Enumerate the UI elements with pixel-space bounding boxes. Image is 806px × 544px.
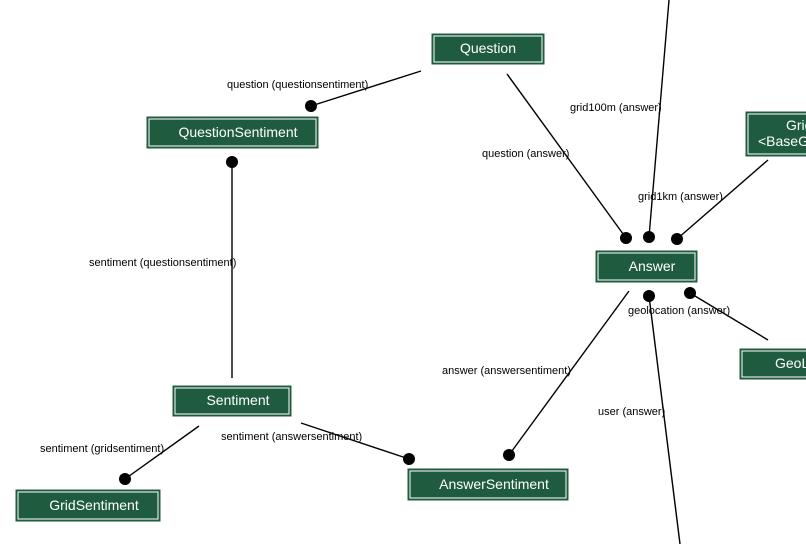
edge-sentiment-gridsentiment xyxy=(124,425,200,480)
edge-label-sentiment-gridsentiment: sentiment (gridsentiment) xyxy=(40,443,164,455)
edge-labels: question (questionsentiment) sentiment (… xyxy=(40,79,730,455)
entity-question-sentiment-label: QuestionSentiment xyxy=(178,124,297,140)
edge-grid1km-answer xyxy=(676,159,769,240)
endpoint-dot xyxy=(503,449,515,461)
endpoint-dot xyxy=(643,290,655,302)
entity-geolocation-label: GeoL xyxy=(775,355,806,371)
entity-grid-sentiment[interactable]: GridSentiment xyxy=(15,489,161,522)
edge-label-sentiment-questionsentiment: sentiment (questionsentiment) xyxy=(89,257,236,269)
entity-sentiment[interactable]: Sentiment xyxy=(172,385,292,417)
entity-answer[interactable]: Answer xyxy=(595,250,698,283)
entity-grid-label-line1: Grid xyxy=(786,117,806,133)
entity-question-sentiment[interactable]: QuestionSentiment xyxy=(146,116,319,149)
edge-label-geolocation-answer: geolocation (answer) xyxy=(628,305,730,317)
edge-grid100m-answer xyxy=(648,0,670,238)
endpoint-dot xyxy=(643,231,655,243)
entity-answer-sentiment-label: AnswerSentiment xyxy=(439,476,549,492)
edge-label-grid100m-answer: grid100m (answer) xyxy=(570,102,662,114)
edge-label-answer-answersentiment: answer (answersentiment) xyxy=(442,365,571,377)
endpoint-dot xyxy=(620,232,632,244)
edge-sentiment-answersentiment xyxy=(300,422,410,460)
entity-question[interactable]: Question xyxy=(431,33,545,65)
endpoint-dot xyxy=(119,473,131,485)
edge-label-user-answer: user (answer) xyxy=(598,406,665,418)
entity-grid[interactable]: Grid <BaseGr xyxy=(745,111,806,157)
edge-answer-answersentiment xyxy=(508,290,630,456)
edge-geolocation-answer xyxy=(689,292,769,341)
endpoint-dot xyxy=(671,233,683,245)
edge-endpoints xyxy=(119,100,696,485)
edge-question-answer xyxy=(506,73,627,239)
entity-geolocation[interactable]: GeoL xyxy=(739,348,806,380)
entity-question-label: Question xyxy=(460,40,516,56)
edge-label-sentiment-answersentiment: sentiment (answersentiment) xyxy=(221,431,362,443)
edge-question-questionsentiment xyxy=(310,70,422,107)
edges xyxy=(124,0,769,544)
edge-user-answer xyxy=(648,295,681,544)
endpoint-dot xyxy=(305,100,317,112)
entity-grid-sentiment-label: GridSentiment xyxy=(49,497,139,513)
entity-answer-label: Answer xyxy=(629,258,676,274)
entity-answer-sentiment[interactable]: AnswerSentiment xyxy=(407,468,569,501)
edge-label-grid1km-answer: grid1km (answer) xyxy=(638,191,723,203)
entity-sentiment-label: Sentiment xyxy=(206,392,269,408)
endpoint-dot xyxy=(226,156,238,168)
edge-label-question-answer: question (answer) xyxy=(482,148,569,160)
endpoint-dot xyxy=(403,453,415,465)
endpoint-dot xyxy=(684,287,696,299)
edge-label-question-questionsentiment: question (questionsentiment) xyxy=(227,79,368,91)
entity-grid-label-line2: <BaseGr xyxy=(758,133,806,149)
